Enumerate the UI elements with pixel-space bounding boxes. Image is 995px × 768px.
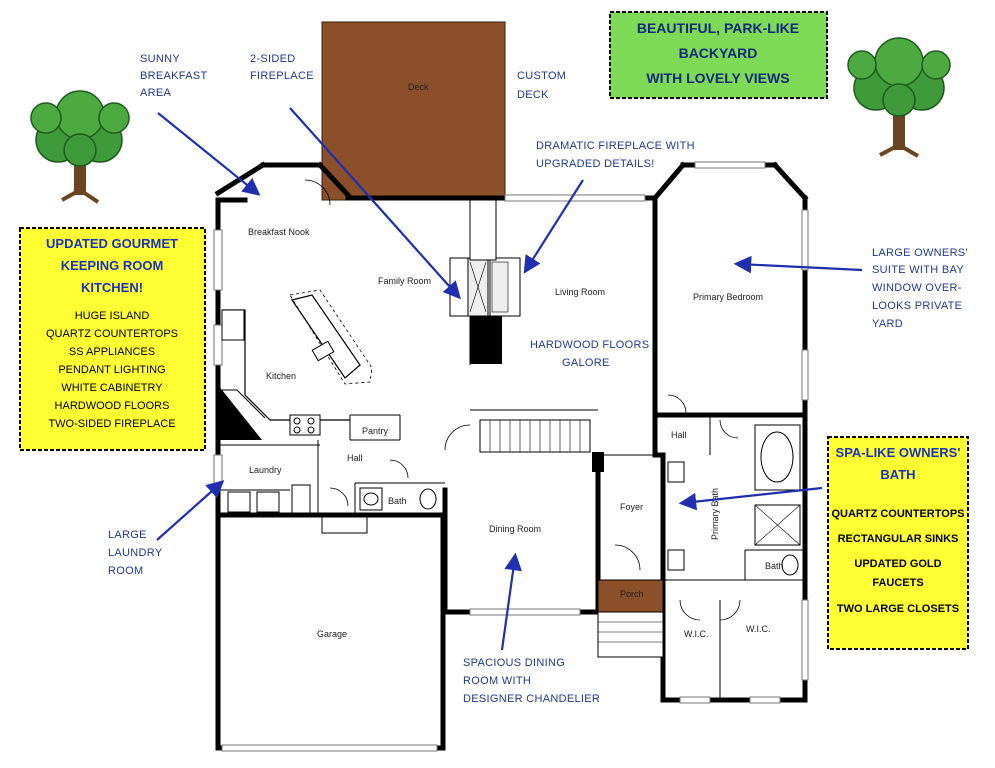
room-label-breakfast-nook: Breakfast Nook: [248, 227, 310, 237]
room-label-garage: Garage: [317, 629, 347, 639]
svg-text:RECTANGULAR SINKS: RECTANGULAR SINKS: [838, 533, 959, 545]
svg-text:UPGRADED DETAILS!: UPGRADED DETAILS!: [536, 158, 655, 170]
svg-text:SUITE WITH BAY: SUITE WITH BAY: [872, 264, 964, 276]
svg-text:BACKYARD: BACKYARD: [679, 45, 758, 61]
svg-text:ROOM: ROOM: [108, 565, 143, 577]
svg-text:AREA: AREA: [140, 87, 172, 99]
garage-entry-step: [321, 516, 368, 534]
svg-text:LARGE OWNERS': LARGE OWNERS': [872, 247, 968, 259]
laundry-fixtures: [227, 484, 311, 514]
svg-text:WHITE CABINETRY: WHITE CABINETRY: [61, 382, 163, 394]
svg-text:FIREPLACE: FIREPLACE: [250, 70, 314, 82]
note-hardwood: HARDWOOD FLOORS GALORE: [530, 339, 649, 369]
room-label-foyer: Foyer: [620, 502, 643, 512]
tree-icon-right: [847, 37, 951, 158]
room-label-dining-room: Dining Room: [489, 524, 541, 534]
room-label-wic-right: W.I.C.: [746, 624, 771, 634]
kitchen-callout: UPDATED GOURMET KEEPING ROOM KITCHEN! HU…: [19, 227, 206, 451]
windows: [213, 161, 809, 752]
svg-text:LARGE: LARGE: [108, 529, 147, 541]
tree-icon-left: [30, 90, 130, 204]
kitchen-fixtures: [218, 289, 373, 440]
deck: [321, 21, 506, 201]
svg-text:GALORE: GALORE: [562, 357, 610, 369]
front-steps: [597, 611, 664, 658]
svg-text:QUARTZ COUNTERTOPS: QUARTZ COUNTERTOPS: [46, 328, 178, 340]
svg-text:BATH: BATH: [880, 467, 915, 482]
note-laundry: LARGE LAUNDRY ROOM: [108, 529, 163, 577]
svg-text:SPA-LIKE OWNERS': SPA-LIKE OWNERS': [836, 445, 961, 460]
bath-left-fixtures: [359, 487, 437, 511]
room-label-primary-bedroom: Primary Bedroom: [693, 292, 763, 302]
callout-arrows: [156, 107, 863, 651]
svg-text:UPDATED GOLD: UPDATED GOLD: [854, 558, 941, 570]
svg-text:SS APPLIANCES: SS APPLIANCES: [69, 346, 155, 358]
svg-text:2-SIDED: 2-SIDED: [250, 53, 296, 65]
bath-callout: SPA-LIKE OWNERS' BATH QUARTZ COUNTERTOPS…: [827, 436, 969, 650]
svg-text:DRAMATIC FIREPLACE WITH: DRAMATIC FIREPLACE WITH: [536, 140, 695, 152]
note-dramatic: DRAMATIC FIREPLACE WITH UPGRADED DETAILS…: [536, 140, 695, 170]
svg-text:KEEPING ROOM: KEEPING ROOM: [61, 258, 164, 273]
door-swings: [304, 179, 741, 621]
room-label-pantry: Pantry: [362, 426, 389, 436]
svg-text:KITCHEN!: KITCHEN!: [81, 280, 143, 295]
room-label-laundry: Laundry: [249, 465, 282, 475]
room-label-bath-right: Bath: [765, 561, 784, 571]
room-label-kitchen: Kitchen: [266, 371, 296, 381]
svg-text:BEAUTIFUL, PARK-LIKE: BEAUTIFUL, PARK-LIKE: [637, 20, 799, 36]
room-label-living-room: Living Room: [555, 287, 605, 297]
note-owners-suite: LARGE OWNERS' SUITE WITH BAY WINDOW OVER…: [872, 247, 968, 330]
svg-text:DECK: DECK: [517, 89, 549, 101]
svg-text:CUSTOM: CUSTOM: [517, 70, 566, 82]
deck-label: Deck: [408, 82, 429, 92]
svg-text:SUNNY: SUNNY: [140, 53, 180, 65]
arrow-breakfast: [157, 112, 261, 196]
arrow-laundry: [156, 480, 225, 541]
staircase: [479, 419, 604, 472]
room-label-primary-bath: Primary Bath: [710, 488, 720, 540]
note-deck: CUSTOM DECK: [517, 70, 566, 101]
svg-text:WINDOW OVER-: WINDOW OVER-: [872, 282, 962, 294]
note-breakfast: SUNNY BREAKFAST AREA: [140, 53, 208, 99]
svg-text:WITH LOVELY VIEWS: WITH LOVELY VIEWS: [646, 70, 789, 86]
svg-text:SPACIOUS DINING: SPACIOUS DINING: [463, 657, 565, 669]
svg-text:UPDATED GOURMET: UPDATED GOURMET: [46, 236, 178, 251]
arrow-bath: [678, 486, 823, 511]
arrow-owners-suite: [733, 255, 863, 274]
arrow-dramatic: [523, 179, 584, 274]
arrow-fireplace: [289, 107, 461, 300]
room-label-hall-left: Hall: [347, 453, 363, 463]
note-fireplace: 2-SIDED FIREPLACE: [250, 53, 314, 82]
room-label-wic-left: W.I.C.: [684, 629, 709, 639]
room-label-family-room: Family Room: [378, 276, 431, 286]
fireplace: [449, 199, 521, 364]
arrow-dining: [500, 552, 522, 651]
svg-text:TWO LARGE CLOSETS: TWO LARGE CLOSETS: [837, 603, 959, 615]
note-dining: SPACIOUS DINING ROOM WITH DESIGNER CHAND…: [463, 657, 600, 705]
primary-bath-fixtures: [667, 424, 801, 576]
svg-text:HARDWOOD FLOORS: HARDWOOD FLOORS: [530, 339, 649, 351]
room-label-bath-left: Bath: [388, 496, 407, 506]
svg-text:BREAKFAST: BREAKFAST: [140, 70, 208, 82]
room-label-porch: Porch: [620, 589, 644, 599]
svg-text:YARD: YARD: [872, 318, 903, 330]
svg-text:HUGE ISLAND: HUGE ISLAND: [75, 310, 150, 322]
svg-text:HARDWOOD FLOORS: HARDWOOD FLOORS: [55, 400, 170, 412]
svg-text:LAUNDRY: LAUNDRY: [108, 547, 163, 559]
svg-text:DESIGNER CHANDELIER: DESIGNER CHANDELIER: [463, 693, 600, 705]
svg-text:ROOM WITH: ROOM WITH: [463, 675, 531, 687]
backyard-callout: BEAUTIFUL, PARK-LIKE BACKYARD WITH LOVEL…: [609, 11, 828, 99]
room-label-hall-right: Hall: [671, 430, 687, 440]
svg-text:LOOKS PRIVATE: LOOKS PRIVATE: [872, 300, 962, 312]
svg-text:TWO-SIDED FIREPLACE: TWO-SIDED FIREPLACE: [48, 418, 175, 430]
svg-text:FAUCETS: FAUCETS: [872, 577, 923, 589]
svg-text:PENDANT LIGHTING: PENDANT LIGHTING: [58, 364, 165, 376]
svg-text:QUARTZ COUNTERTOPS: QUARTZ COUNTERTOPS: [831, 508, 964, 520]
